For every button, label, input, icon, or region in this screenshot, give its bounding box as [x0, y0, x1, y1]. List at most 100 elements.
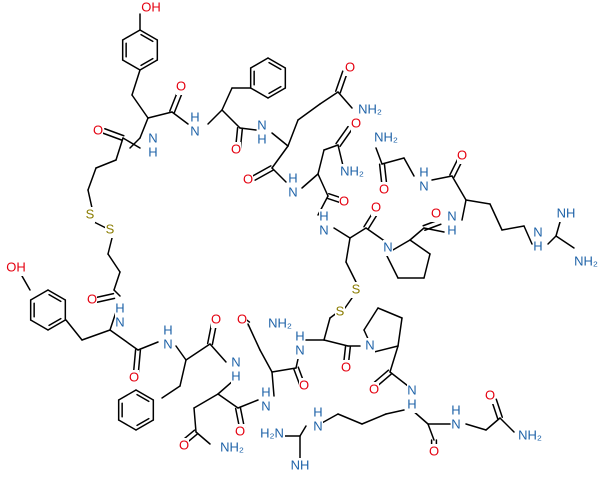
- sulfur-label-1: S: [86, 206, 95, 221]
- single-bond: [131, 69, 141, 96]
- proline-nitrogen-label: N: [365, 337, 374, 352]
- amide-nitrogen-label: N: [148, 130, 157, 145]
- single-bond: [115, 137, 124, 161]
- single-bond: [345, 261, 357, 283]
- single-bond: [209, 343, 227, 363]
- label-backdrop: [231, 142, 241, 158]
- amide-nitrogen-label: N: [407, 382, 416, 397]
- label-backdrop: [7, 260, 25, 276]
- amide-hydrogen-label: H: [407, 396, 416, 411]
- phenyl-ring-bond: [117, 419, 137, 431]
- tyrosine-ring-bond: [140, 33, 154, 43]
- hydroxyl-bond: [21, 275, 31, 291]
- carbonyl-bond: [137, 349, 142, 373]
- amide-hydrogen-label: H: [231, 368, 240, 383]
- label-backdrop: [105, 222, 115, 238]
- phenyl-ring-bond: [267, 87, 287, 99]
- carbonyl-oxygen-label: O: [237, 311, 247, 326]
- single-bond: [389, 371, 409, 387]
- carbonyl-bond: [378, 163, 383, 184]
- carbonyl-oxygen-label: O: [235, 423, 245, 438]
- carbonyl-oxygen-label: O: [371, 199, 381, 214]
- single-bond: [297, 103, 321, 121]
- label-backdrop: [299, 378, 309, 394]
- amide-nitrogen-label: N: [163, 336, 172, 351]
- single-bond: [427, 423, 435, 441]
- single-bond: [345, 237, 351, 263]
- amide-hydrogen-label: H: [148, 144, 157, 159]
- label-backdrop: [288, 185, 298, 201]
- label-backdrop: [237, 312, 247, 328]
- carbonyl-oxygen-label: O: [379, 181, 389, 196]
- label-backdrop: [407, 383, 417, 399]
- proline-ring-bond: [377, 307, 403, 319]
- amide-nitrogen-label: N: [451, 416, 460, 431]
- single-bond: [403, 157, 415, 177]
- single-bond: [465, 199, 491, 205]
- label-backdrop: [87, 292, 97, 308]
- label-backdrop: [339, 194, 349, 210]
- single-bond: [489, 203, 503, 231]
- single-bond: [365, 227, 387, 243]
- single-bond: [461, 199, 467, 221]
- carbonyl-bond: [104, 127, 125, 137]
- single-bond: [317, 149, 325, 175]
- amide-hydrogen-label: H: [261, 384, 270, 399]
- single-bond: [207, 109, 223, 125]
- amide-nitrogen-label: N: [533, 224, 542, 239]
- carbonyl-bond: [293, 368, 301, 386]
- single-bond: [87, 189, 93, 209]
- tyrosine-ring-bond: [139, 29, 159, 41]
- single-bond: [375, 147, 383, 165]
- label-backdrop: [313, 405, 323, 421]
- amide-nitrogen-label: N: [231, 354, 240, 369]
- label-backdrop: [371, 200, 381, 216]
- single-bond: [93, 221, 107, 229]
- imine-nh-label: NH: [557, 205, 576, 220]
- label-backdrop: [295, 329, 305, 345]
- proline-ring-bond: [373, 345, 399, 353]
- carbonyl-oxygen-label: O: [429, 443, 439, 458]
- single-bond: [381, 157, 405, 165]
- label-backdrop: [231, 369, 241, 385]
- label-backdrop: [148, 131, 158, 147]
- amide-nh2-label: NH₂: [340, 163, 364, 178]
- proline-ring-bond: [397, 317, 403, 347]
- amide-hydrogen-label: H: [447, 222, 456, 237]
- single-bond: [193, 407, 197, 433]
- label-backdrop: [291, 458, 309, 474]
- label-backdrop: [259, 426, 285, 442]
- single-bond: [185, 343, 211, 361]
- label-backdrop: [407, 397, 417, 413]
- single-bond: [323, 317, 331, 341]
- single-bond: [81, 329, 111, 341]
- label-backdrop: [517, 428, 543, 444]
- single-bond: [107, 237, 113, 255]
- carbonyl-oxygen-label: O: [176, 78, 186, 93]
- label-backdrop: [365, 338, 375, 354]
- single-bond: [109, 329, 139, 351]
- proline-ring-bond: [423, 253, 431, 279]
- carbonyl-oxygen-label: O: [485, 387, 495, 402]
- label-backdrop: [219, 440, 245, 456]
- label-backdrop: [179, 438, 189, 454]
- hydroxyl-label-top: OH: [141, 0, 161, 14]
- amide-hydrogen-label: H: [295, 328, 304, 343]
- single-bond: [523, 225, 533, 245]
- label-backdrop: [313, 419, 323, 435]
- single-bond: [271, 145, 289, 169]
- label-backdrop: [451, 417, 461, 433]
- phenyl-ring-bond: [249, 57, 269, 69]
- carbonyl-bond: [383, 162, 388, 183]
- label-backdrop: [295, 343, 305, 359]
- phenyl-ring-bond: [136, 417, 150, 427]
- proline-ring-bond: [363, 307, 379, 331]
- imine-nh-label: NH: [291, 457, 310, 472]
- label-backdrop: [190, 110, 200, 126]
- carbonyl-oxygen-label: O: [339, 193, 349, 208]
- label-backdrop: [431, 206, 441, 222]
- single-bond: [323, 339, 349, 347]
- label-backdrop: [339, 164, 365, 180]
- single-bond: [239, 127, 257, 131]
